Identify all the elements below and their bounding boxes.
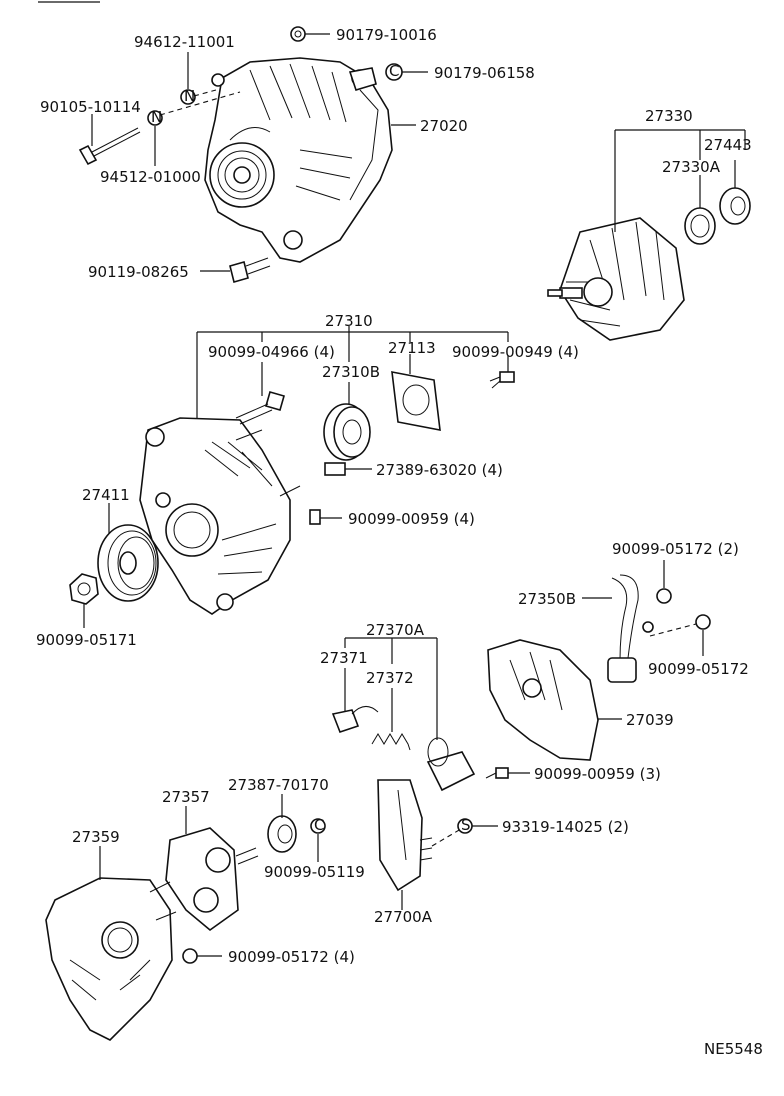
screw-s-93319: S <box>457 816 473 834</box>
part-labels: 94612-11001 90179-10016 90179-06158 9010… <box>36 26 763 1058</box>
label-27310b: 27310B <box>322 363 380 381</box>
label-27350b: 27350B <box>518 590 576 608</box>
label-27443: 27443 <box>704 136 752 154</box>
washer-90179-10016 <box>290 26 306 42</box>
label-90105-10114: 90105-10114 <box>40 98 141 116</box>
spring-27372 <box>371 733 411 751</box>
retainer-plate-27113 <box>391 371 441 431</box>
lead-wire-27350b <box>607 574 654 683</box>
label-27370a: 27370A <box>366 621 425 639</box>
svg-text:S: S <box>461 816 471 834</box>
rectifier-27357 <box>165 827 259 932</box>
screw-90099-00949 <box>489 371 515 389</box>
brush-27371 <box>331 706 379 733</box>
bolt-90105 <box>78 127 141 166</box>
label-27411: 27411 <box>82 486 130 504</box>
bolt-90119-08265 <box>229 257 271 283</box>
label-90179-06158: 90179-06158 <box>434 64 535 82</box>
nut-90099-05172-4 <box>182 948 198 964</box>
nut-90099-05171 <box>69 573 99 605</box>
svg-text:N: N <box>184 87 195 105</box>
label-27359: 27359 <box>72 828 120 846</box>
label-90179-10016: 90179-10016 <box>336 26 437 44</box>
brush-holder-27370a <box>426 737 476 792</box>
label-90099-05172-4: 90099-05172 (4) <box>228 948 355 966</box>
label-90119-08265: 90119-08265 <box>88 263 189 281</box>
svg-text:C: C <box>314 816 324 834</box>
rotor-assembly <box>547 217 685 341</box>
label-27330: 27330 <box>645 107 693 125</box>
label-90099-00959-3: 90099-00959 (3) <box>534 765 661 783</box>
label-27310: 27310 <box>325 312 373 330</box>
label-27330a: 27330A <box>662 158 721 176</box>
label-27113: 27113 <box>388 339 436 357</box>
rear-end-frame-27359 <box>45 877 177 1041</box>
nut-n-upper: N <box>180 87 196 105</box>
svg-text:N: N <box>151 108 162 126</box>
label-27020: 27020 <box>420 117 468 135</box>
label-90099-05172: 90099-05172 <box>648 660 749 678</box>
label-90099-05171: 90099-05171 <box>36 631 137 649</box>
nut-c-90179-06158: C <box>385 62 403 81</box>
label-90099-00949: 90099-00949 (4) <box>452 343 579 361</box>
nut-c-90099-05119: C <box>310 816 326 834</box>
nut-90099-05172-upper <box>656 588 672 604</box>
label-94512-01000: 94512-01000 <box>100 168 201 186</box>
svg-text:C: C <box>389 62 399 80</box>
label-90099-00959-4: 90099-00959 (4) <box>348 510 475 528</box>
screw-90099-00959-3 <box>485 767 509 779</box>
label-90099-04966: 90099-04966 (4) <box>208 343 335 361</box>
nut-90099-05172-right <box>695 614 711 630</box>
clip-27389 <box>324 462 346 476</box>
label-90099-05172-2: 90099-05172 (2) <box>612 540 739 558</box>
label-27039: 27039 <box>626 711 674 729</box>
insulator-27387 <box>267 815 297 853</box>
label-90099-05119: 90099-05119 <box>264 863 365 881</box>
regulator-27700a <box>377 779 433 892</box>
label-27372: 27372 <box>366 669 414 687</box>
nut-n-lower: N <box>147 108 163 126</box>
label-93319-14025: 93319-14025 (2) <box>502 818 629 836</box>
label-27387-70170: 27387-70170 <box>228 776 329 794</box>
rear-end-cover-27039 <box>487 639 599 761</box>
bearing-27310b <box>323 403 371 461</box>
bearing-27330a <box>684 207 716 245</box>
pulley-27411 <box>97 524 159 602</box>
label-27700a: 27700A <box>374 908 433 926</box>
screw-90099-00959 <box>309 509 321 525</box>
label-27357: 27357 <box>162 788 210 806</box>
label-94612-11001: 94612-11001 <box>134 33 235 51</box>
cover-27443 <box>719 187 751 225</box>
label-27389-63020: 27389-63020 (4) <box>376 461 503 479</box>
alternator-assembly <box>204 57 393 263</box>
drive-end-frame <box>139 417 291 615</box>
through-bolt <box>235 391 285 425</box>
label-27371: 27371 <box>320 649 368 667</box>
diagram-code: NE5548 <box>704 1040 763 1058</box>
